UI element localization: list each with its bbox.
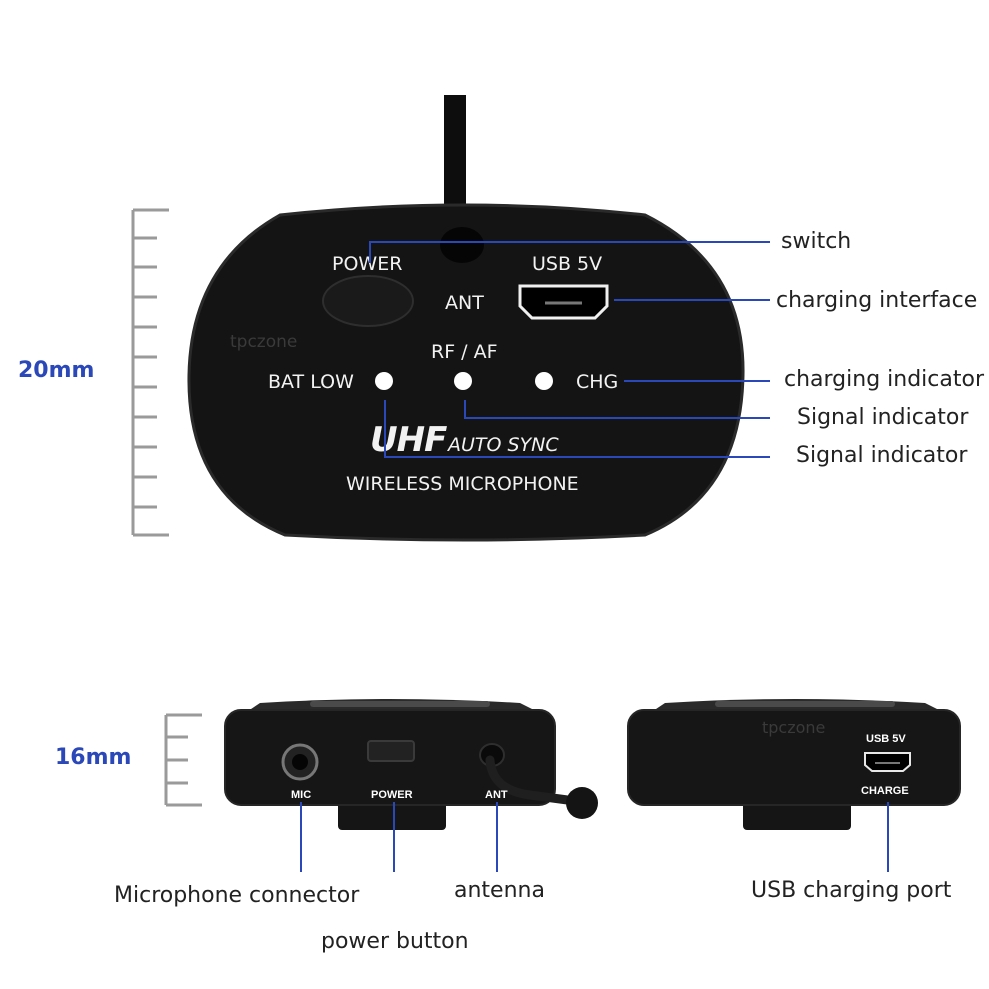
product-name: WIRELESS MICROPHONE xyxy=(346,473,579,495)
side-ant-label: ANT xyxy=(485,789,508,801)
side-charge-label: CHARGE xyxy=(861,785,909,797)
callout-switch: switch xyxy=(781,229,852,254)
callout-lines-top xyxy=(369,241,770,458)
callout-charging-indicator: charging indicator xyxy=(784,367,984,392)
callout-signal-indicator-1: Signal indicator xyxy=(797,405,969,430)
device-side-right xyxy=(627,699,961,830)
front-usb-label: USB 5V xyxy=(532,253,603,275)
dimension-16mm: 16mm xyxy=(55,745,132,770)
front-bat-low-label: BAT LOW xyxy=(268,371,354,393)
dimension-20mm: 20mm xyxy=(18,358,95,383)
callout-mic-connector: Microphone connector xyxy=(114,883,360,908)
device-side-left xyxy=(224,699,598,830)
callout-charging-interface: charging interface xyxy=(776,288,978,313)
side-usb-label: USB 5V xyxy=(866,733,906,745)
front-ant-label: ANT xyxy=(445,292,484,314)
front-rf-af-label: RF / AF xyxy=(431,341,498,363)
front-chg-label: CHG xyxy=(576,371,619,393)
watermark-side: tpczone xyxy=(762,718,826,737)
ruler-top xyxy=(131,208,169,537)
callout-antenna: antenna xyxy=(454,878,545,903)
side-mic-label: MIC xyxy=(291,789,312,801)
callout-signal-indicator-2: Signal indicator xyxy=(796,443,968,468)
callout-usb-port: USB charging port xyxy=(751,878,952,903)
side-power-label: POWER xyxy=(371,789,413,801)
brand-logo: UHF xyxy=(370,420,447,460)
callout-power-button: power button xyxy=(321,929,469,954)
ruler-bottom xyxy=(164,713,202,807)
callout-lines-bottom xyxy=(300,802,889,872)
front-power-label: POWER xyxy=(332,253,403,275)
auto-sync-label: AUTO SYNC xyxy=(448,434,559,456)
watermark-front: tpczone xyxy=(230,332,298,352)
